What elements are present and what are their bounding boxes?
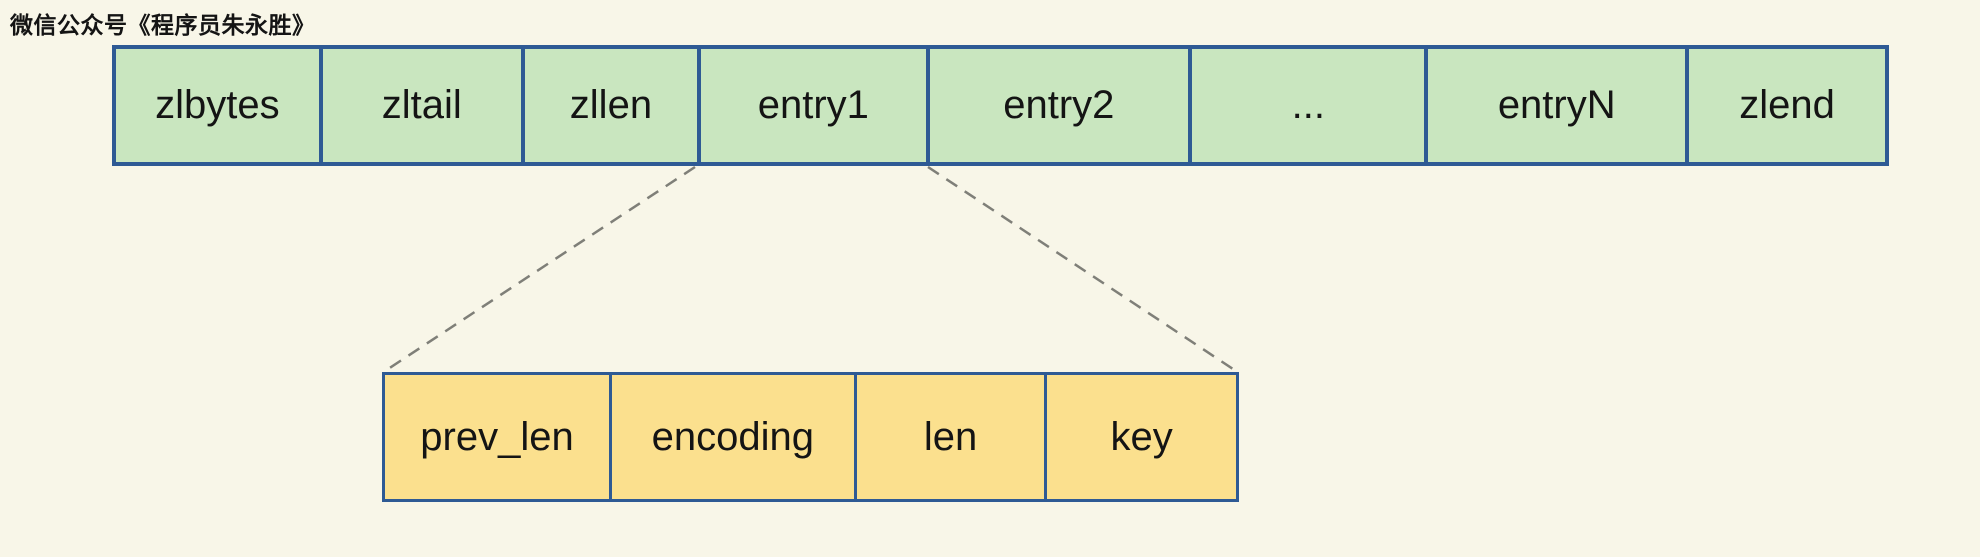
cell-entryN: entryN xyxy=(1428,49,1690,162)
watermark-text: 微信公众号《程序员朱永胜》 xyxy=(10,12,316,38)
connector-line-right xyxy=(927,165,1237,373)
cell-zlbytes: zlbytes xyxy=(116,49,323,162)
cell-entry1: entry1 xyxy=(701,49,930,162)
cell-entry2: entry2 xyxy=(929,49,1193,162)
connector-line-left xyxy=(384,165,696,373)
cell-ellipsis: ... xyxy=(1192,49,1429,162)
entry-structure-row: prev_len encoding len key xyxy=(382,372,1239,502)
cell-key: key xyxy=(1047,375,1236,499)
cell-zlend: zlend xyxy=(1689,49,1886,162)
cell-zllen: zllen xyxy=(524,49,702,162)
ziplist-structure-row: zlbytes zltail zllen entry1 entry2 ... e… xyxy=(112,45,1889,166)
cell-prev-len: prev_len xyxy=(385,375,613,499)
cell-len: len xyxy=(856,375,1048,499)
cell-encoding: encoding xyxy=(612,375,857,499)
cell-zltail: zltail xyxy=(322,49,525,162)
